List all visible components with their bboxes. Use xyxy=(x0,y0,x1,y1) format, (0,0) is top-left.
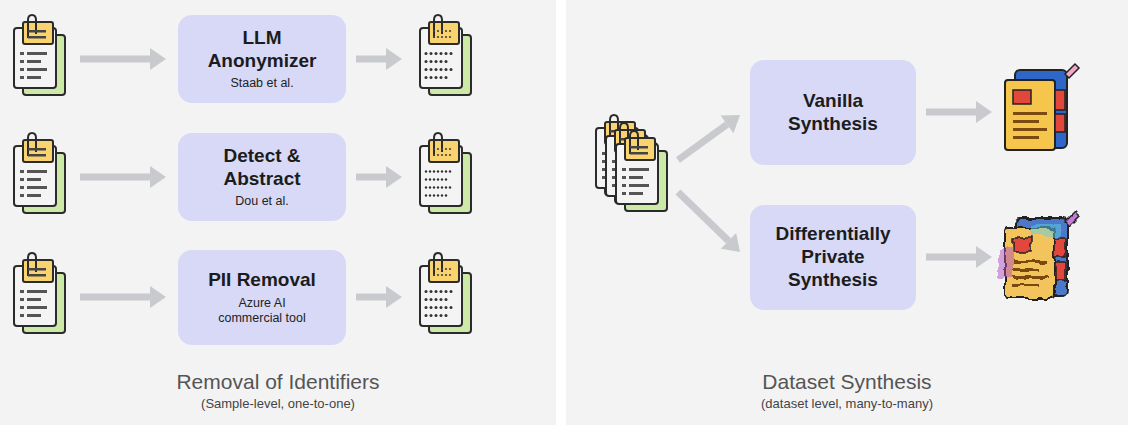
panel-ground xyxy=(566,0,1128,425)
section-title: Removal of Identifiers xyxy=(0,369,556,394)
document-icon xyxy=(420,133,471,213)
arrow-head xyxy=(721,233,740,252)
document-icon xyxy=(420,253,471,333)
box-title: Detect & Abstract xyxy=(200,145,325,191)
arrow-head xyxy=(721,115,740,133)
section-title: Dataset Synthesis xyxy=(566,369,1128,394)
box-title: Vanilla Synthesis xyxy=(771,90,896,136)
arrow-shaft xyxy=(356,294,386,301)
arrow-shaft xyxy=(926,254,976,261)
arrow-shaft xyxy=(678,124,727,160)
arrow-shaft xyxy=(80,174,150,181)
box-title: LLM Anonymizer xyxy=(200,27,325,73)
document-icon xyxy=(14,253,65,333)
process-box: PII RemovalAzure AI commercial tool xyxy=(178,250,346,345)
arrow-head xyxy=(150,286,166,308)
box-title: PII Removal xyxy=(208,269,316,292)
process-box: Detect & AbstractDou et al. xyxy=(178,133,346,221)
arrow-shaft xyxy=(926,109,976,116)
document-icon xyxy=(14,133,65,213)
arrow-shaft xyxy=(356,174,386,181)
dataset-icon xyxy=(999,212,1079,298)
arrow-shaft xyxy=(356,56,386,63)
section-panel: Removal of Identifiers (Sample-level, one… xyxy=(0,0,556,425)
panel-ground xyxy=(0,0,556,425)
document-icon xyxy=(420,15,471,95)
arrow-head xyxy=(150,48,166,70)
arrow-head xyxy=(976,101,992,123)
document-icon xyxy=(616,131,667,211)
dataset-icon xyxy=(1005,64,1079,150)
arrow-shaft xyxy=(80,294,150,301)
document-icon xyxy=(14,15,65,95)
arrow-shaft xyxy=(678,192,729,241)
section-panel: Dataset Synthesis (dataset level, many-to… xyxy=(566,0,1128,425)
document-icon xyxy=(606,123,657,203)
box-title: Differentially Private Synthesis xyxy=(771,223,896,291)
box-citation: Dou et al. xyxy=(235,194,289,209)
section-subtitle: (dataset level, many-to-many) xyxy=(566,396,1128,413)
arrow-head xyxy=(976,246,992,268)
process-box: Vanilla Synthesis xyxy=(750,60,916,165)
arrow-head xyxy=(150,166,166,188)
section-caption: Removal of Identifiers (Sample-level, one… xyxy=(0,369,556,413)
arrow-shaft xyxy=(80,56,150,63)
box-citation: Azure AI commercial tool xyxy=(212,296,312,326)
process-box: Differentially Private Synthesis xyxy=(750,205,916,310)
section-subtitle: (Sample-level, one-to-one) xyxy=(0,396,556,413)
section-caption: Dataset Synthesis (dataset level, many-to… xyxy=(566,369,1128,413)
arrow-head xyxy=(386,166,402,188)
process-box: LLM AnonymizerStaab et al. xyxy=(178,15,346,103)
box-citation: Staab et al. xyxy=(230,76,293,91)
arrow-head xyxy=(386,48,402,70)
arrow-head xyxy=(386,286,402,308)
